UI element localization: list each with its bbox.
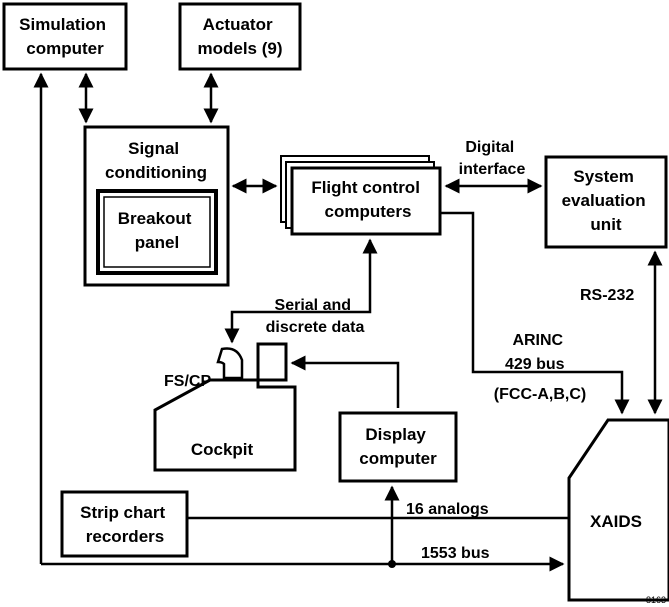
flight-control-computers-block: Flight control computers <box>281 156 440 234</box>
system-evaluation-unit-block: System evaluation unit <box>546 157 666 247</box>
cockpit-display-icon <box>258 344 286 380</box>
cockpit-block: Cockpit <box>155 344 295 470</box>
strip-chart-recorders-block: Strip chart recorders <box>62 492 187 556</box>
simulation-computer-block: Simulation computer <box>4 4 126 69</box>
actuator-models-label-2: models (9) <box>197 39 282 58</box>
display-computer-label-2: computer <box>359 449 437 468</box>
signal-conditioning-block: Signal conditioning Breakout panel <box>85 127 228 285</box>
strip-chart-label-2: recorders <box>86 527 164 546</box>
cockpit-label: Cockpit <box>191 440 254 459</box>
bus-1553-label: 1553 bus <box>421 545 490 562</box>
display-computer-block: Display computer <box>340 413 456 481</box>
signal-conditioning-label-2: conditioning <box>105 163 207 182</box>
figure-number: 8163 <box>646 595 666 605</box>
signal-conditioning-label-1: Signal <box>128 139 179 158</box>
system-evaluation-label-1: System <box>573 167 633 186</box>
analogs-label: 16 analogs <box>406 501 489 518</box>
breakout-panel-label-2: panel <box>135 233 179 252</box>
flight-control-label-1: Flight control <box>311 178 420 197</box>
bus-junction-dot <box>388 560 396 568</box>
display-computer-label-1: Display <box>365 425 426 444</box>
serial-discrete-label: Serial and discrete data <box>266 297 365 336</box>
flight-control-label-2: computers <box>325 202 412 221</box>
system-evaluation-label-3: unit <box>590 215 621 234</box>
arinc-label: ARINC 429 bus (FCC-A,B,C) <box>494 332 586 403</box>
rs232-label: RS-232 <box>580 287 634 304</box>
breakout-panel-label-1: Breakout <box>118 209 192 228</box>
system-evaluation-label-2: evaluation <box>562 191 646 210</box>
fscp-icon <box>218 348 242 378</box>
simulation-computer-label-2: computer <box>26 39 104 58</box>
strip-chart-label-1: Strip chart <box>80 503 165 522</box>
simulation-computer-label-1: Simulation <box>19 15 106 34</box>
fscp-label: FS/CP <box>164 373 211 390</box>
digital-interface-label: Digital interface <box>459 139 526 178</box>
actuator-models-label-1: Actuator <box>203 15 273 34</box>
xaids-label: XAIDS <box>590 512 642 531</box>
actuator-models-block: Actuator models (9) <box>180 4 300 69</box>
xaids-block: XAIDS <box>569 420 669 600</box>
